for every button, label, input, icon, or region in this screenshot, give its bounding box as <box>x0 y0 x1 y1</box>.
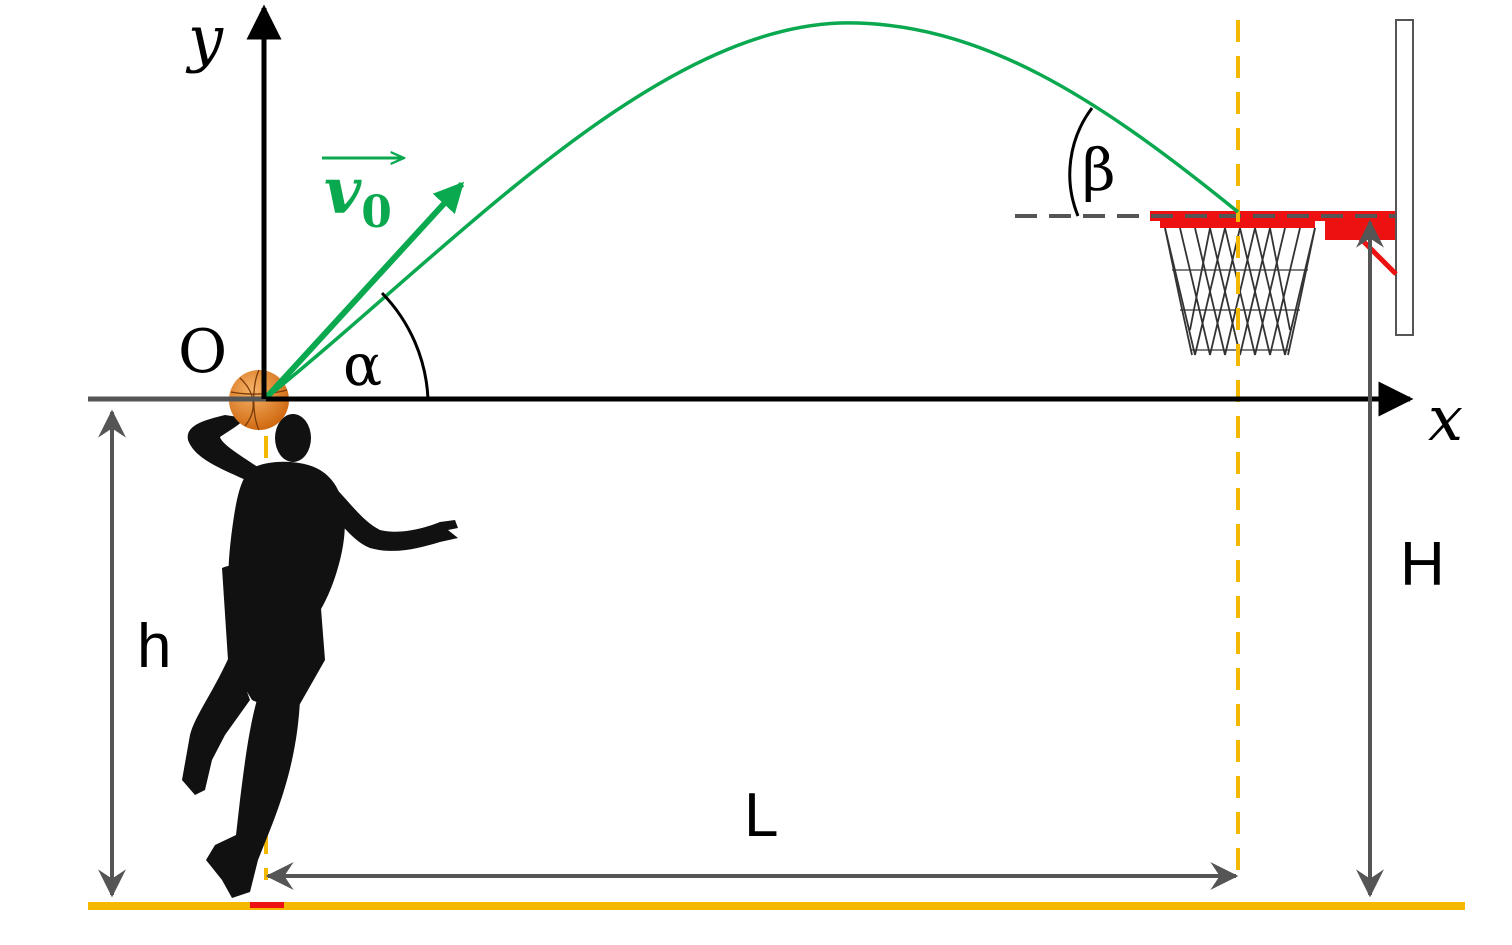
rim-lower <box>1160 221 1315 228</box>
velocity-symbol: v <box>324 154 362 229</box>
player-silhouette <box>182 414 458 898</box>
foot-marker <box>250 902 284 908</box>
H-label: H <box>1400 530 1445 599</box>
beta-arc <box>1068 107 1094 217</box>
velocity-subscript: 0 <box>361 187 392 238</box>
basket-net <box>1164 227 1316 356</box>
velocity-vector <box>263 181 465 401</box>
velocity-label: v0 <box>324 154 392 238</box>
y-axis-label: y <box>185 2 224 75</box>
L-label: L <box>744 781 778 850</box>
beta-label: β <box>1082 136 1116 204</box>
origin-label: O <box>178 317 227 387</box>
rim-brace <box>1358 236 1398 276</box>
alpha-arc <box>380 291 430 400</box>
trajectory-curve <box>264 21 1240 400</box>
backboard <box>1395 19 1414 336</box>
alpha-label: α <box>343 331 382 399</box>
h-label: h <box>137 612 171 681</box>
x-axis-label: x <box>1428 382 1463 455</box>
